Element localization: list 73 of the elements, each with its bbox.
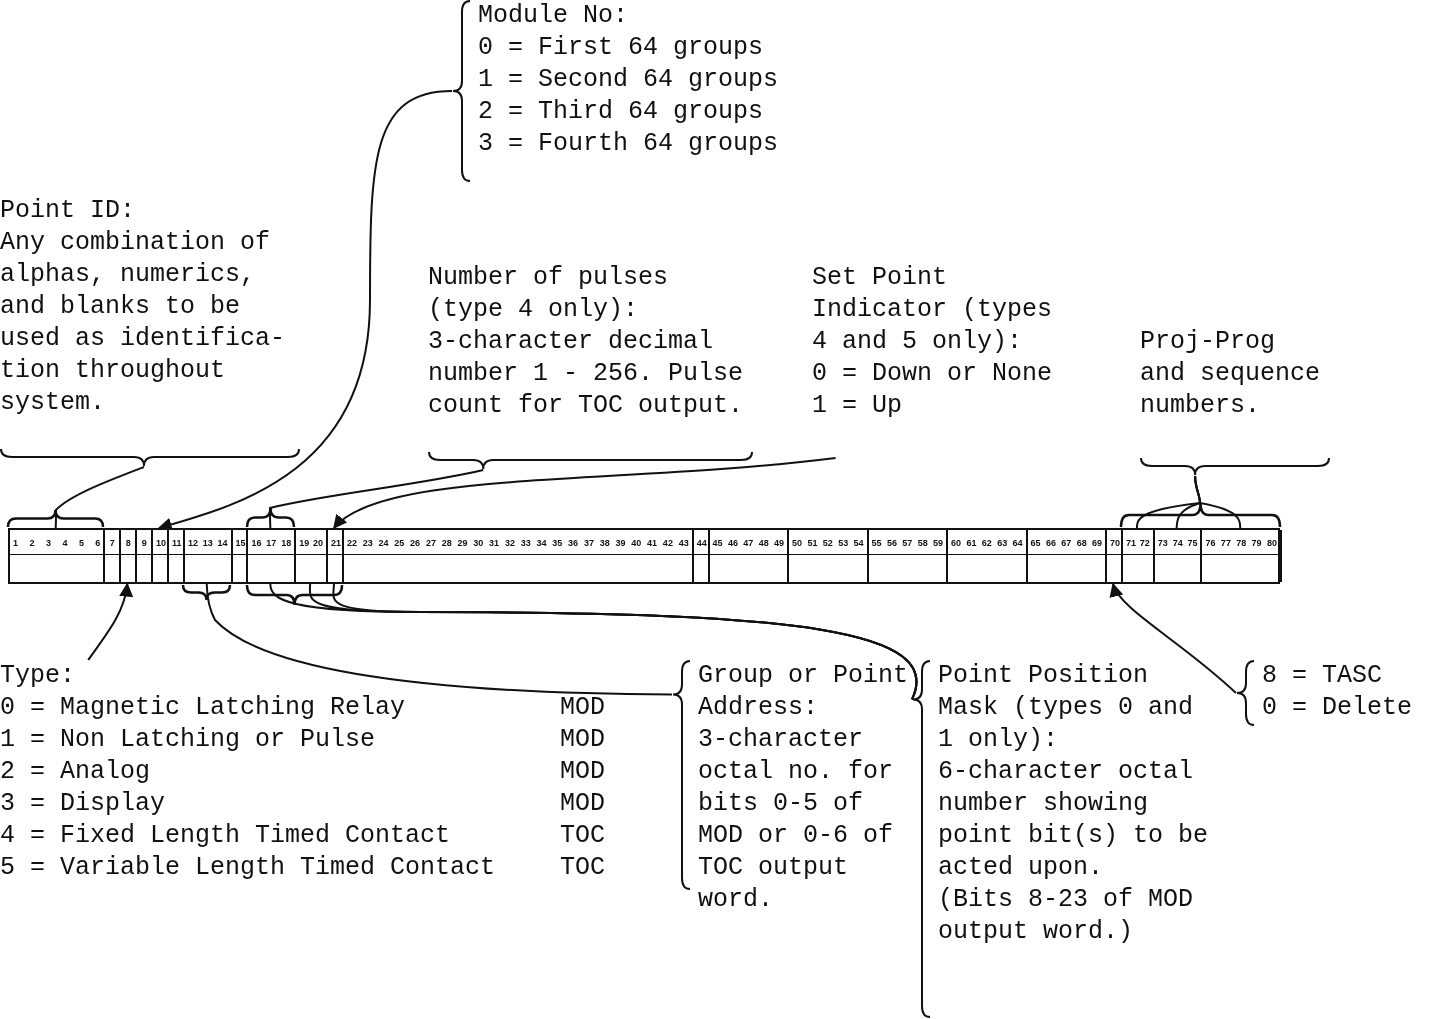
code-text: TOC bbox=[560, 852, 606, 884]
column-numbers: 21 bbox=[330, 537, 342, 550]
heading-text: Group or Point Address: bbox=[698, 660, 910, 724]
leader-line bbox=[54, 466, 145, 529]
card-field bbox=[328, 530, 344, 582]
column-numbers: 73 74 75 bbox=[1156, 537, 1199, 550]
code-text: TOC bbox=[560, 820, 606, 852]
code-text: MOD bbox=[560, 788, 606, 820]
heading-text: Module No: bbox=[478, 0, 630, 32]
heading-text: Set Point Indicator (types 4 and 5 only): bbox=[812, 262, 1054, 358]
card-field bbox=[948, 530, 1028, 582]
column-numbers: 60 61 62 63 64 bbox=[950, 537, 1024, 550]
card-field bbox=[296, 530, 328, 582]
column-numbers: 45 46 47 48 49 bbox=[711, 537, 786, 550]
column-numbers: 12 13 14 bbox=[186, 537, 229, 550]
column-numbers: 50 51 52 53 54 bbox=[791, 537, 865, 550]
column-numbers: 71 72 bbox=[1125, 537, 1151, 550]
column-numbers: 76 77 78 79 80 bbox=[1204, 537, 1278, 550]
heading-text: Point ID: bbox=[0, 195, 137, 227]
option-text: 3 = Display bbox=[0, 788, 167, 820]
column-numbers: 16 17 18 bbox=[250, 537, 293, 550]
column-numbers: 9 bbox=[140, 537, 148, 550]
note-text: 1 = Up bbox=[812, 390, 903, 422]
column-numbers: 55 56 57 58 59 bbox=[870, 537, 945, 550]
column-numbers: 8 bbox=[124, 537, 132, 550]
code-text: MOD bbox=[560, 756, 606, 788]
card-field bbox=[153, 530, 169, 582]
heading-text: Type: bbox=[0, 660, 76, 692]
column-numbers: 22 23 24 25 26 27 28 29 30 31 32 33 34 35 36 37 38 39 40 41 42 43 bbox=[345, 537, 690, 550]
leader-line bbox=[1194, 475, 1242, 529]
column-numbers: 1 2 3 4 5 6 bbox=[12, 537, 102, 550]
option-text: 1 = Non Latching or Pulse bbox=[0, 724, 377, 756]
option-text: 2 = Analog bbox=[0, 756, 152, 788]
heading-text: 8 = TASC bbox=[1262, 660, 1384, 692]
note-text: 2 = Third 64 groups bbox=[478, 96, 765, 128]
heading-text: Proj-Prog and sequence numbers. bbox=[1140, 326, 1322, 422]
card-field bbox=[789, 530, 869, 582]
column-numbers: 7 bbox=[108, 537, 116, 550]
note-text: 3-character octal no. for bits 0-5 of MOD or 0-6 of TOC output word. bbox=[698, 724, 895, 916]
arrow bbox=[332, 457, 837, 529]
column-numbers: 65 66 67 68 69 bbox=[1029, 537, 1104, 550]
note-text: 0 = First 64 groups bbox=[478, 32, 765, 64]
heading-text: Number of pulses (type 4 only): bbox=[428, 262, 670, 326]
note-text: Any combination of alphas, numerics, and blanks to be used as identifica- tion throughout system. bbox=[0, 227, 287, 419]
card-field bbox=[709, 530, 790, 582]
note-text: 0 = Down or None bbox=[812, 358, 1054, 390]
column-numbers: 11 bbox=[171, 537, 183, 550]
option-text: 5 = Variable Length Timed Contact bbox=[0, 852, 497, 884]
leader-line bbox=[269, 469, 485, 529]
code-text: MOD bbox=[560, 692, 606, 724]
column-numbers: 19 20 bbox=[298, 537, 324, 550]
arrow bbox=[87, 582, 133, 661]
note-text: 3 = Fourth 64 groups bbox=[478, 128, 780, 160]
option-text: 0 = Magnetic Latching Relay bbox=[0, 692, 407, 724]
column-numbers: 15 bbox=[234, 537, 247, 550]
card-field bbox=[10, 530, 106, 582]
punch-card bbox=[8, 528, 1280, 584]
note-text: 6-character octal number showing point bit(s) to be acted upon. bbox=[938, 756, 1210, 884]
note-text: 1 = Second 64 groups bbox=[478, 64, 780, 96]
card-field bbox=[1123, 530, 1155, 582]
option-text: 4 = Fixed Length Timed Contact bbox=[0, 820, 452, 852]
note-text: 0 = Delete bbox=[1262, 692, 1414, 724]
note-text: (Bits 8-23 of MOD output word.) bbox=[938, 884, 1195, 948]
card-field bbox=[169, 530, 185, 582]
code-text: MOD bbox=[560, 724, 606, 756]
note-text: 3-character decimal number 1 - 256. Pulse count for TOC output. bbox=[428, 326, 745, 422]
heading-text: Point Position Mask (types 0 and 1 only): bbox=[938, 660, 1195, 756]
column-numbers: 44 bbox=[695, 537, 708, 550]
column-numbers: 10 bbox=[155, 537, 167, 550]
leader-line bbox=[205, 583, 673, 696]
column-numbers: 70 bbox=[1109, 537, 1121, 550]
card-field bbox=[1107, 530, 1123, 582]
arrow bbox=[1111, 582, 1237, 694]
